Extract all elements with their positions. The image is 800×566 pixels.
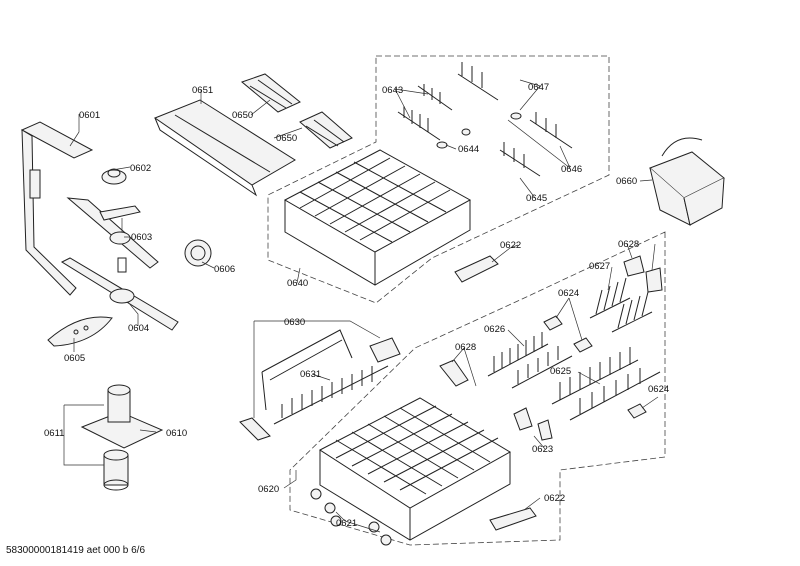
spray-arm-supply-pipe — [20, 121, 94, 296]
label-0651: 0651 — [192, 85, 213, 96]
label-0647: 0647 — [528, 82, 549, 93]
label-0646: 0646 — [561, 164, 582, 175]
micro-filter — [103, 449, 129, 491]
label-0604: 0604 — [128, 323, 149, 334]
label-0626: 0626 — [484, 324, 505, 335]
label-0640: 0640 — [287, 278, 308, 289]
label-0623: 0623 — [532, 444, 553, 455]
filter-assembly — [80, 384, 164, 449]
rear-tines — [589, 277, 653, 333]
label-0610: 0610 — [166, 428, 187, 439]
document-footer-id: 58300000181419 aet 000 b 6/6 — [6, 545, 146, 556]
label-0622-upper: 0622 — [500, 240, 521, 251]
label-0621: 0621 — [336, 518, 357, 529]
label-0644: 0644 — [458, 144, 479, 155]
upper-basket — [283, 149, 472, 286]
spray-arm-hub — [101, 168, 127, 185]
folding-tines-left — [487, 332, 573, 389]
folding-tines-right — [551, 347, 661, 421]
label-0643: 0643 — [382, 85, 403, 96]
label-0650-upper: 0650 — [232, 110, 253, 121]
label-0602: 0602 — [130, 163, 151, 174]
label-0627: 0627 — [589, 261, 610, 272]
label-0631: 0631 — [300, 369, 321, 380]
cutlery-insert-upper — [241, 73, 301, 113]
spray-arm-shield — [47, 316, 113, 347]
lower-basket-handle — [454, 255, 499, 283]
label-0611: 0611 — [44, 428, 64, 439]
basket-wheels — [310, 488, 392, 546]
label-0624-lower: 0624 — [648, 384, 669, 395]
label-0622-lower: 0622 — [544, 493, 565, 504]
upper-basket-tines — [397, 62, 573, 177]
lower-basket-group-outline — [289, 231, 666, 546]
label-0628-upper: 0628 — [618, 239, 639, 250]
label-0620: 0620 — [258, 484, 279, 495]
lower-spray-arm — [60, 257, 179, 331]
label-0603: 0603 — [131, 232, 152, 243]
cutlery-drawer — [153, 99, 296, 197]
label-0601: 0601 — [79, 110, 100, 121]
label-0630: 0630 — [284, 317, 305, 328]
upper-spray-arm — [66, 197, 159, 269]
plate-rack-wire — [261, 329, 353, 411]
label-0628-lower: 0628 — [455, 342, 476, 353]
label-0605: 0605 — [64, 353, 85, 364]
label-0624-upper: 0624 — [558, 288, 579, 299]
label-0660: 0660 — [616, 176, 637, 187]
water-diverter — [184, 239, 212, 267]
upper-basket-clips — [436, 112, 522, 149]
plate-rack-tines — [239, 337, 401, 441]
label-0625: 0625 — [550, 366, 571, 377]
upper-basket-group-outline — [267, 55, 610, 304]
lower-basket-front-handle — [489, 507, 537, 531]
lower-basket — [319, 397, 511, 541]
cutlery-insert-lower — [299, 111, 353, 149]
cutlery-basket — [649, 137, 725, 226]
label-0645: 0645 — [526, 193, 547, 204]
label-0650-lower: 0650 — [276, 133, 297, 144]
leader-lines — [63, 79, 659, 533]
label-0606: 0606 — [214, 264, 235, 275]
